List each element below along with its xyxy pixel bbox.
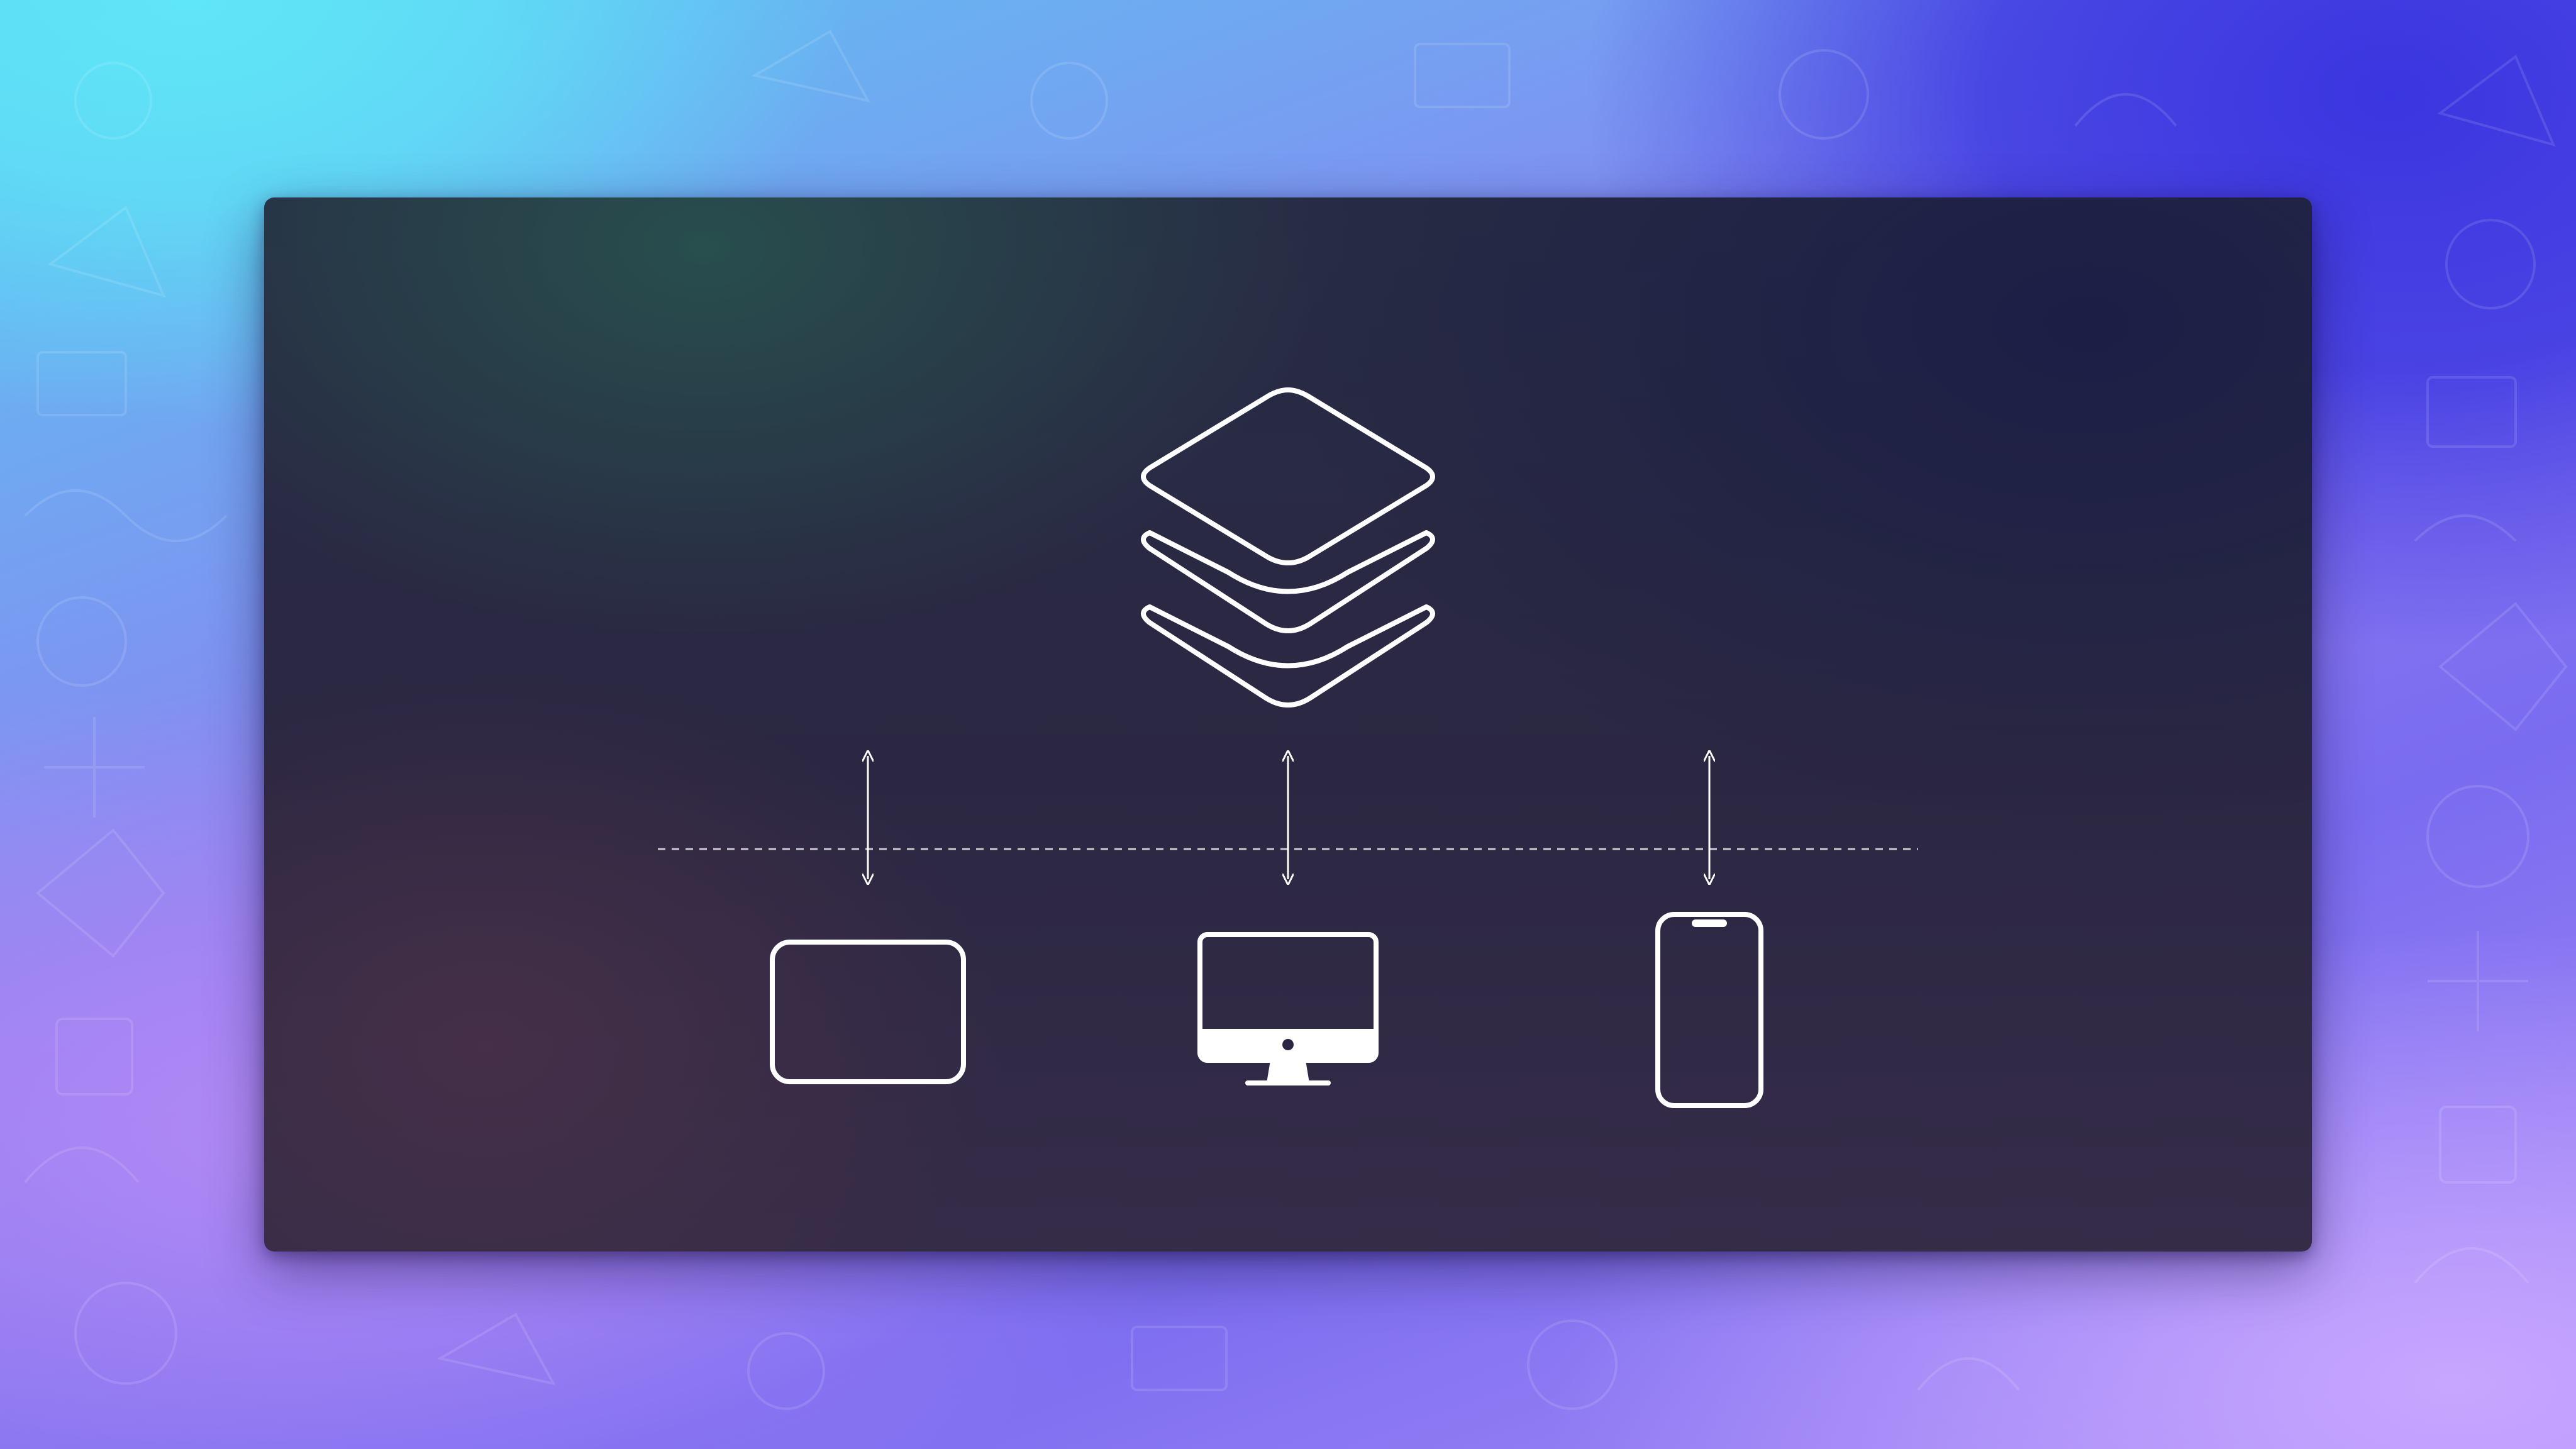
tablet-icon — [770, 940, 966, 1084]
diagram-card — [264, 197, 2312, 1252]
layers-icon — [1141, 387, 1435, 708]
shared-codebase-diagram — [658, 387, 1918, 1108]
smartphone-icon — [1655, 912, 1763, 1108]
desktop-monitor-icon — [1197, 932, 1379, 1085]
